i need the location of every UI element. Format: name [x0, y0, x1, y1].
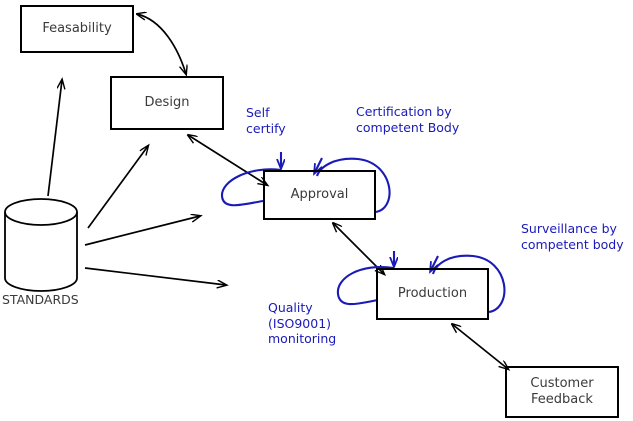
edge-standards-approval: [84, 216, 200, 246]
edge-production-customer-feedback: [452, 324, 508, 369]
node-production[interactable]: Production: [376, 268, 489, 320]
edge-standards-production: [84, 267, 226, 285]
edge-design-approval: [188, 135, 267, 185]
label-quality-iso9001-monitoring: Quality (ISO9001) monitoring: [268, 300, 337, 346]
node-feasability-label: Feasability: [42, 21, 112, 36]
loop-surveillance-arrow: [431, 255, 439, 270]
loop-self-certify: [220, 168, 282, 207]
edge-design-feasability: [137, 14, 186, 74]
node-customer-feedback-label: Customer Feedback: [530, 376, 594, 407]
node-design[interactable]: Design: [110, 76, 224, 130]
node-customer-feedback[interactable]: Customer Feedback: [505, 366, 619, 418]
node-approval-label: Approval: [290, 187, 349, 202]
edge-standards-feasability: [47, 80, 62, 197]
label-surveillance-by-competent-body: Surveillance by competent body: [521, 221, 624, 252]
standards-cylinder-shape: [4, 198, 78, 292]
loop-surveillance: [431, 254, 506, 314]
label-self-certify: Self certify: [246, 105, 286, 136]
loop-quality-monitoring: [336, 265, 395, 306]
edge-approval-production: [333, 223, 384, 274]
edge-standards-design: [87, 146, 148, 229]
standards-datastore-label: STANDARDS: [2, 292, 79, 307]
node-production-label: Production: [397, 286, 468, 301]
node-feasability[interactable]: Feasability: [20, 5, 134, 53]
loop-certification-arrow: [315, 157, 323, 172]
label-certification-by-competent-body: Certification by competent Body: [356, 104, 460, 135]
loop-certification: [316, 157, 391, 214]
node-design-label: Design: [144, 95, 190, 110]
node-approval[interactable]: Approval: [263, 170, 376, 220]
